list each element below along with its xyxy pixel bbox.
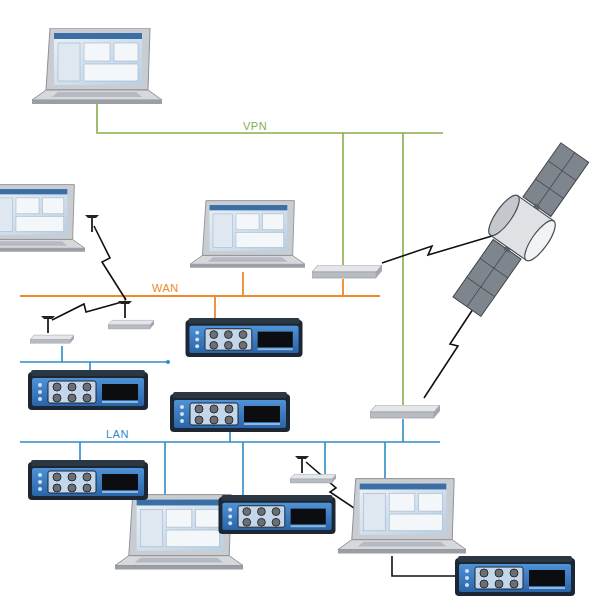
access-point xyxy=(290,474,336,483)
solar-panel xyxy=(453,240,521,317)
antenna xyxy=(118,301,132,318)
laptop xyxy=(32,28,162,104)
lan-line xyxy=(324,442,326,474)
network-label: LAN xyxy=(106,428,129,440)
wireless-link xyxy=(94,226,126,300)
data-logger xyxy=(186,318,303,357)
wan-line xyxy=(20,295,380,297)
wireless-link xyxy=(52,302,122,320)
panel-grid xyxy=(453,240,521,317)
satellite-body xyxy=(484,191,525,239)
lan-line xyxy=(402,419,404,442)
wan-line xyxy=(20,272,380,320)
router xyxy=(312,265,382,278)
wan-line xyxy=(242,272,244,296)
access-point xyxy=(108,320,154,329)
line-end-dot xyxy=(166,360,170,364)
data-logger xyxy=(455,556,575,596)
solar-panel xyxy=(523,143,589,217)
lan-line xyxy=(20,346,440,500)
network-label: VPN xyxy=(243,120,267,132)
serial-cable xyxy=(392,556,456,576)
lan-line xyxy=(20,361,168,363)
antenna xyxy=(295,456,309,473)
antenna xyxy=(41,316,55,333)
lan-line xyxy=(164,442,166,500)
vpn-line xyxy=(97,104,443,406)
vpn-line xyxy=(402,133,404,406)
lan-line xyxy=(79,442,81,462)
vpn-line xyxy=(342,133,344,266)
data-logger xyxy=(28,460,148,500)
lan-line xyxy=(61,346,63,362)
router xyxy=(370,405,440,418)
satellite xyxy=(442,135,599,323)
panel-grid xyxy=(523,143,589,217)
laptop xyxy=(190,201,305,268)
satellite-link xyxy=(382,236,492,263)
network-label: WAN xyxy=(152,282,179,294)
data-logger xyxy=(28,370,148,410)
laptop xyxy=(338,479,466,554)
data-logger xyxy=(219,495,336,534)
laptop xyxy=(0,185,85,252)
wan-line xyxy=(342,279,344,296)
vpn-line xyxy=(97,104,443,133)
antenna xyxy=(85,215,99,232)
lan-line xyxy=(384,442,386,482)
satellite-body xyxy=(520,216,561,264)
lan-line xyxy=(242,442,244,497)
data-logger xyxy=(170,392,290,432)
wan-line xyxy=(214,296,216,320)
access-point xyxy=(30,335,74,343)
